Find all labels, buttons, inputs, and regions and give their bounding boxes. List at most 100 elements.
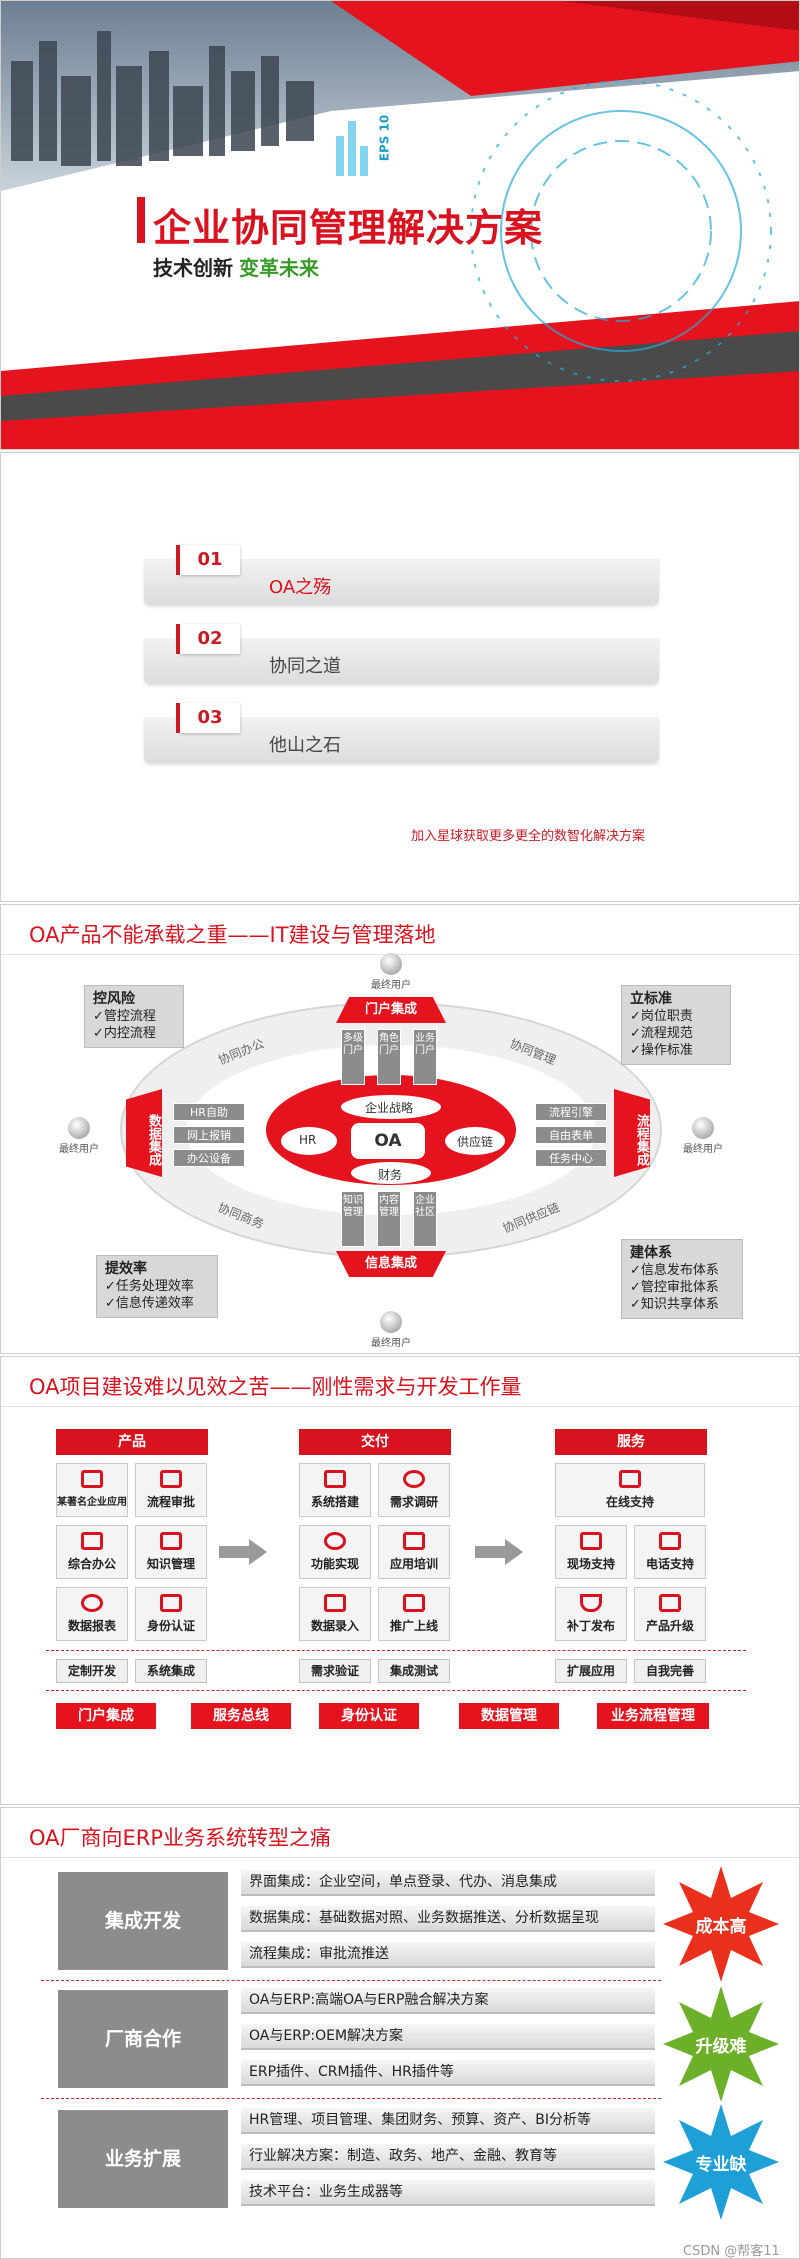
cost-high-badge: 成本高	[695, 1917, 747, 1937]
tile-label: 补丁发布	[566, 1619, 615, 1633]
toc-footer-link[interactable]: 加入星球获取更多更全的数智化解决方案	[411, 829, 646, 844]
service-tile[interactable]: 电话支持	[634, 1525, 706, 1579]
delivery-tile[interactable]: 需求调研	[378, 1463, 450, 1517]
toc-item[interactable]: 02 协同之道	[144, 624, 659, 684]
product-tile[interactable]: 知识管理	[135, 1525, 207, 1579]
dashed-divider	[46, 1650, 746, 1651]
upgrade-hard-starburst	[663, 1986, 779, 2102]
training-icon	[403, 1532, 425, 1550]
end-user-right: 最终用户	[673, 1117, 733, 1155]
service-tile[interactable]: 在线支持	[555, 1463, 705, 1517]
custom-dev-button[interactable]: 定制开发	[56, 1659, 128, 1683]
tile-label: 数据报表	[67, 1619, 116, 1633]
cover-background	[1, 1, 799, 449]
standard-line: ✓岗位职责	[630, 1009, 693, 1024]
data-management-button[interactable]: 数据管理	[459, 1703, 559, 1729]
toc-label: 他山之石	[269, 735, 341, 756]
dashed-divider	[41, 1980, 661, 1981]
delivery-tile[interactable]: 系统搭建	[299, 1463, 371, 1517]
standard-line: ✓流程规范	[630, 1026, 693, 1041]
delivery-head: 交付	[299, 1429, 451, 1455]
info-tab: 内容管理	[377, 1191, 401, 1247]
upgrade-hard-badge: 升级难	[695, 2037, 747, 2057]
user-icon	[692, 1117, 714, 1139]
info-tab: 企业社区	[413, 1191, 437, 1247]
business-ext-block: 业务扩展	[58, 2110, 228, 2208]
process-tab: 任务中心	[535, 1149, 607, 1167]
system-box: 建体系 ✓信息发布体系 ✓管控审批体系 ✓知识共享体系	[621, 1239, 743, 1319]
toc-item[interactable]: 03 他山之石	[144, 703, 659, 763]
recycle-icon	[324, 1532, 346, 1550]
item-row: OA与ERP:高端OA与ERP融合解决方案	[241, 1988, 655, 2014]
eps-label: EPS 10	[377, 114, 392, 162]
cover-title: 企业协同管理解决方案	[153, 206, 544, 250]
subtitle-green: 变革未来	[239, 256, 319, 280]
flow-arrow-icon	[219, 1539, 267, 1565]
portal-tab: 多级门户	[341, 1029, 365, 1085]
data-tab: 办公设备	[173, 1149, 245, 1167]
system-head: 建体系	[630, 1245, 672, 1261]
info-integration-arrow: 信息集成	[336, 1251, 446, 1277]
tile-label: 身份认证	[146, 1619, 195, 1633]
item-row: OA与ERP:OEM解决方案	[241, 2024, 655, 2050]
service-bus-button[interactable]: 服务总线	[191, 1703, 291, 1729]
phone-support-icon	[659, 1532, 681, 1550]
launch-icon	[403, 1594, 425, 1612]
toc-item[interactable]: 01 OA之殇	[144, 545, 659, 605]
identity-auth-button[interactable]: 身份认证	[319, 1703, 419, 1729]
delivery-tile[interactable]: 数据录入	[299, 1587, 371, 1641]
bpm-button[interactable]: 业务流程管理	[597, 1703, 709, 1729]
self-improve-button[interactable]: 自我完善	[634, 1659, 706, 1683]
product-tile[interactable]: 身份认证	[135, 1587, 207, 1641]
item-row: 行业解决方案：制造、政务、地产、金融、教育等	[241, 2144, 655, 2170]
delivery-tile[interactable]: 推广上线	[378, 1587, 450, 1641]
system-line: ✓知识共享体系	[630, 1297, 719, 1312]
tile-label: 功能实现	[310, 1557, 359, 1571]
office-icon	[81, 1532, 103, 1550]
title-accent-bar	[137, 197, 145, 243]
service-tile[interactable]: 产品升级	[634, 1587, 706, 1641]
product-tile[interactable]: 综合办公	[56, 1525, 128, 1579]
system-integration-button[interactable]: 系统集成	[135, 1659, 207, 1683]
service-tile[interactable]: 现场支持	[555, 1525, 627, 1579]
tile-label: 产品升级	[645, 1619, 694, 1633]
portal-integration-button[interactable]: 门户集成	[56, 1703, 156, 1729]
user-icon	[380, 1311, 402, 1333]
service-tile[interactable]: 补丁发布	[555, 1587, 627, 1641]
extend-app-button[interactable]: 扩展应用	[555, 1659, 627, 1683]
delivery-tile[interactable]: 功能实现	[299, 1525, 371, 1579]
supply-chain-label: 供应链	[457, 1135, 494, 1149]
risk-head: 控风险	[93, 991, 135, 1007]
item-row: 技术平台：业务生成器等	[241, 2180, 655, 2206]
integration-dev-block: 集成开发	[58, 1872, 228, 1970]
cover-subtitle: 技术创新变革未来	[153, 252, 319, 281]
efficiency-head: 提效率	[105, 1261, 147, 1277]
toc-number: 01	[176, 545, 240, 575]
delivery-tile[interactable]: 应用培训	[378, 1525, 450, 1579]
shield-icon	[580, 1594, 602, 1612]
requirement-verify-button[interactable]: 需求验证	[299, 1659, 371, 1683]
item-row: 流程集成：审批流推送	[241, 1942, 655, 1968]
product-tile[interactable]: 流程审批	[135, 1463, 207, 1517]
product-head: 产品	[56, 1429, 208, 1455]
report-icon	[81, 1594, 103, 1612]
tile-label: 应用培训	[389, 1557, 438, 1571]
efficiency-line: ✓任务处理效率	[105, 1279, 194, 1294]
data-tab: HR自助	[173, 1103, 245, 1121]
portal-integration-arrow: 门户集成	[336, 997, 446, 1023]
strategy-label: 企业战略	[365, 1101, 414, 1115]
item-row: ERP插件、CRM插件、HR插件等	[241, 2060, 655, 2086]
tile-label: 现场支持	[566, 1557, 615, 1571]
integration-test-button[interactable]: 集成测试	[378, 1659, 450, 1683]
build-icon	[324, 1470, 346, 1488]
data-integration-arrow: 数据集成	[126, 1089, 162, 1177]
info-tab: 知识管理	[341, 1191, 365, 1247]
product-tile[interactable]: 数据报表	[56, 1587, 128, 1641]
user-label: 最终用户	[371, 980, 411, 991]
product-tile[interactable]: 某著名企业应用	[56, 1463, 128, 1517]
system-line: ✓信息发布体系	[630, 1263, 719, 1278]
hr-label: HR	[299, 1133, 317, 1147]
flow-arrow-icon	[475, 1539, 523, 1565]
service-head: 服务	[555, 1429, 707, 1455]
expertise-lack-badge: 专业缺	[695, 2155, 747, 2175]
